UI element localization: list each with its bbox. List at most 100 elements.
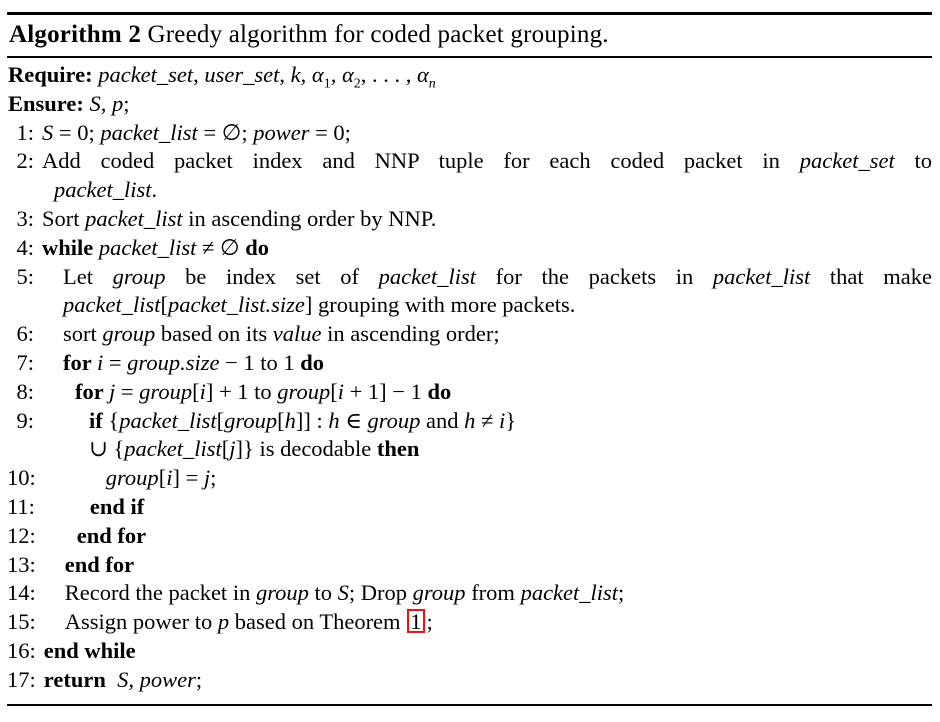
- text-segment: packet_list: [520, 580, 619, 606]
- text-segment: group: [255, 580, 309, 606]
- text-segment: [: [160, 292, 168, 318]
- text-segment: {: [108, 407, 120, 433]
- text-segment: packet_list: [124, 436, 222, 462]
- text-segment: group: [105, 465, 159, 491]
- text-segment: Ensure:: [8, 90, 90, 116]
- line-text: end for: [44, 551, 932, 580]
- line-number: 15:: [7, 609, 36, 635]
- text-segment: Add coded packet index and NNP tuple for…: [42, 148, 800, 174]
- text-segment: [106, 667, 117, 692]
- line-text: Require: packet_set, user_set, k, α1, α2…: [8, 61, 932, 92]
- algorithm-line: 2:Add coded packet index and NNP tuple f…: [7, 147, 932, 176]
- text-segment: j: [229, 436, 236, 462]
- text-segment: ]} is decodable: [235, 436, 377, 462]
- text-segment: Record the packet in: [64, 580, 256, 606]
- text-segment: = ∅;: [197, 119, 254, 145]
- line-number: 17:: [7, 666, 36, 692]
- line-number: 4:: [16, 234, 34, 260]
- line-number: [7, 291, 34, 320]
- text-segment: group: [139, 378, 193, 404]
- line-text: if {packet_list[group[h]] : h ∈ group an…: [42, 407, 932, 436]
- line-number: 13:: [7, 551, 36, 577]
- text-segment: ;: [426, 609, 433, 635]
- text-segment: ∪ {: [89, 436, 125, 462]
- text-segment: packet_list: [100, 119, 198, 145]
- text-segment: α: [416, 62, 429, 87]
- text-segment: end if: [89, 493, 145, 519]
- algorithm-line: 4:while packet_list ≠ ∅ do: [7, 234, 932, 263]
- text-segment: to: [894, 148, 932, 174]
- text-segment: S: [117, 666, 129, 692]
- top-rule: [7, 12, 932, 15]
- text-segment: S: [42, 119, 54, 145]
- text-segment: j: [108, 378, 116, 404]
- text-segment: do: [427, 378, 452, 404]
- line-text: end for: [44, 522, 932, 551]
- text-segment: ,: [100, 90, 112, 116]
- line-text: Ensure: S, p;: [8, 90, 932, 119]
- algorithm-line: 8:for j = group[i] + 1 to group[i + 1] −…: [7, 378, 932, 407]
- line-number: 5:: [16, 263, 34, 289]
- text-segment: p: [111, 90, 124, 116]
- text-segment: and: [420, 407, 465, 433]
- text-segment: user_set: [204, 62, 280, 87]
- text-segment: − 1 to 1: [219, 349, 301, 375]
- text-segment: ] + 1 to: [205, 378, 278, 404]
- continuation-line: packet_list[packet_list.size] grouping w…: [7, 291, 932, 320]
- text-segment: ;: [195, 666, 203, 692]
- text-segment: packet_list: [712, 263, 811, 289]
- text-segment: group: [112, 263, 166, 289]
- text-segment: end for: [64, 551, 135, 577]
- text-segment: 1: [323, 76, 331, 92]
- text-segment: packet_list: [54, 177, 152, 203]
- text-segment: group: [224, 407, 278, 433]
- theorem-ref-link[interactable]: 1: [407, 609, 426, 634]
- line-number: 16:: [7, 637, 36, 663]
- algorithm-line: 14: Record the packet in group to S; Drop…: [7, 579, 932, 608]
- text-segment: ≠: [475, 407, 500, 433]
- text-segment: ] grouping with more packets.: [304, 292, 576, 318]
- text-segment: j: [203, 465, 211, 491]
- text-segment: α: [341, 62, 354, 87]
- text-segment: packet_list: [85, 205, 183, 231]
- text-segment: h: [284, 407, 296, 433]
- text-segment: do: [300, 349, 325, 375]
- line-text: Add coded packet index and NNP tuple for…: [42, 147, 932, 176]
- text-segment: for the packets in: [476, 263, 713, 289]
- line-text: Let group be index set of packet_list fo…: [42, 263, 932, 292]
- text-segment: group: [367, 407, 421, 433]
- text-segment: packet_set: [799, 148, 895, 174]
- bottom-rule: [7, 703, 932, 706]
- text-segment: [: [216, 407, 225, 433]
- algorithm-body: Require: packet_set, user_set, k, α1, α2…: [7, 58, 932, 704]
- text-segment: do: [245, 234, 269, 260]
- continuation-line: ∪ {packet_list[j]} is decodable then: [7, 435, 932, 464]
- text-segment: =: [115, 378, 140, 404]
- text-segment: = 0;: [53, 119, 101, 145]
- algorithm-number-label: Algorithm 2: [9, 21, 142, 48]
- text-segment: while: [42, 234, 99, 260]
- algorithm-line: 5: Let group be index set of packet_list …: [7, 263, 932, 292]
- text-segment: in ascending order;: [321, 321, 500, 347]
- text-segment: k: [290, 62, 301, 87]
- text-segment: i: [199, 378, 206, 404]
- text-segment: Assign power to: [64, 609, 218, 635]
- line-text: return S, power;: [44, 666, 932, 695]
- algorithm-box: Algorithm 2 Greedy algorithm for coded p…: [7, 12, 932, 706]
- line-text: for j = group[i] + 1 to group[i + 1] − 1…: [42, 378, 932, 407]
- text-segment: Require:: [8, 62, 99, 87]
- text-segment: ,: [330, 62, 342, 87]
- text-segment: S: [89, 90, 101, 116]
- line-text: Record the packet in group to S; Drop gr…: [44, 579, 932, 608]
- algorithm-line: 15:Assign power to p based on Theorem 1;: [7, 608, 932, 637]
- text-segment: S: [337, 580, 349, 606]
- text-segment: + 1] − 1: [343, 378, 428, 404]
- line-number: 14:: [7, 580, 36, 606]
- algorithm-line: 3:Sort packet_list in ascending order by…: [7, 205, 932, 234]
- text-segment: for: [63, 349, 97, 375]
- text-segment: .: [151, 177, 158, 203]
- text-segment: ≠ ∅: [196, 234, 246, 260]
- text-segment: be index set of: [165, 263, 379, 289]
- line-text: packet_list[packet_list.size] grouping w…: [42, 291, 932, 320]
- algorithm-title: Algorithm 2 Greedy algorithm for coded p…: [7, 15, 932, 56]
